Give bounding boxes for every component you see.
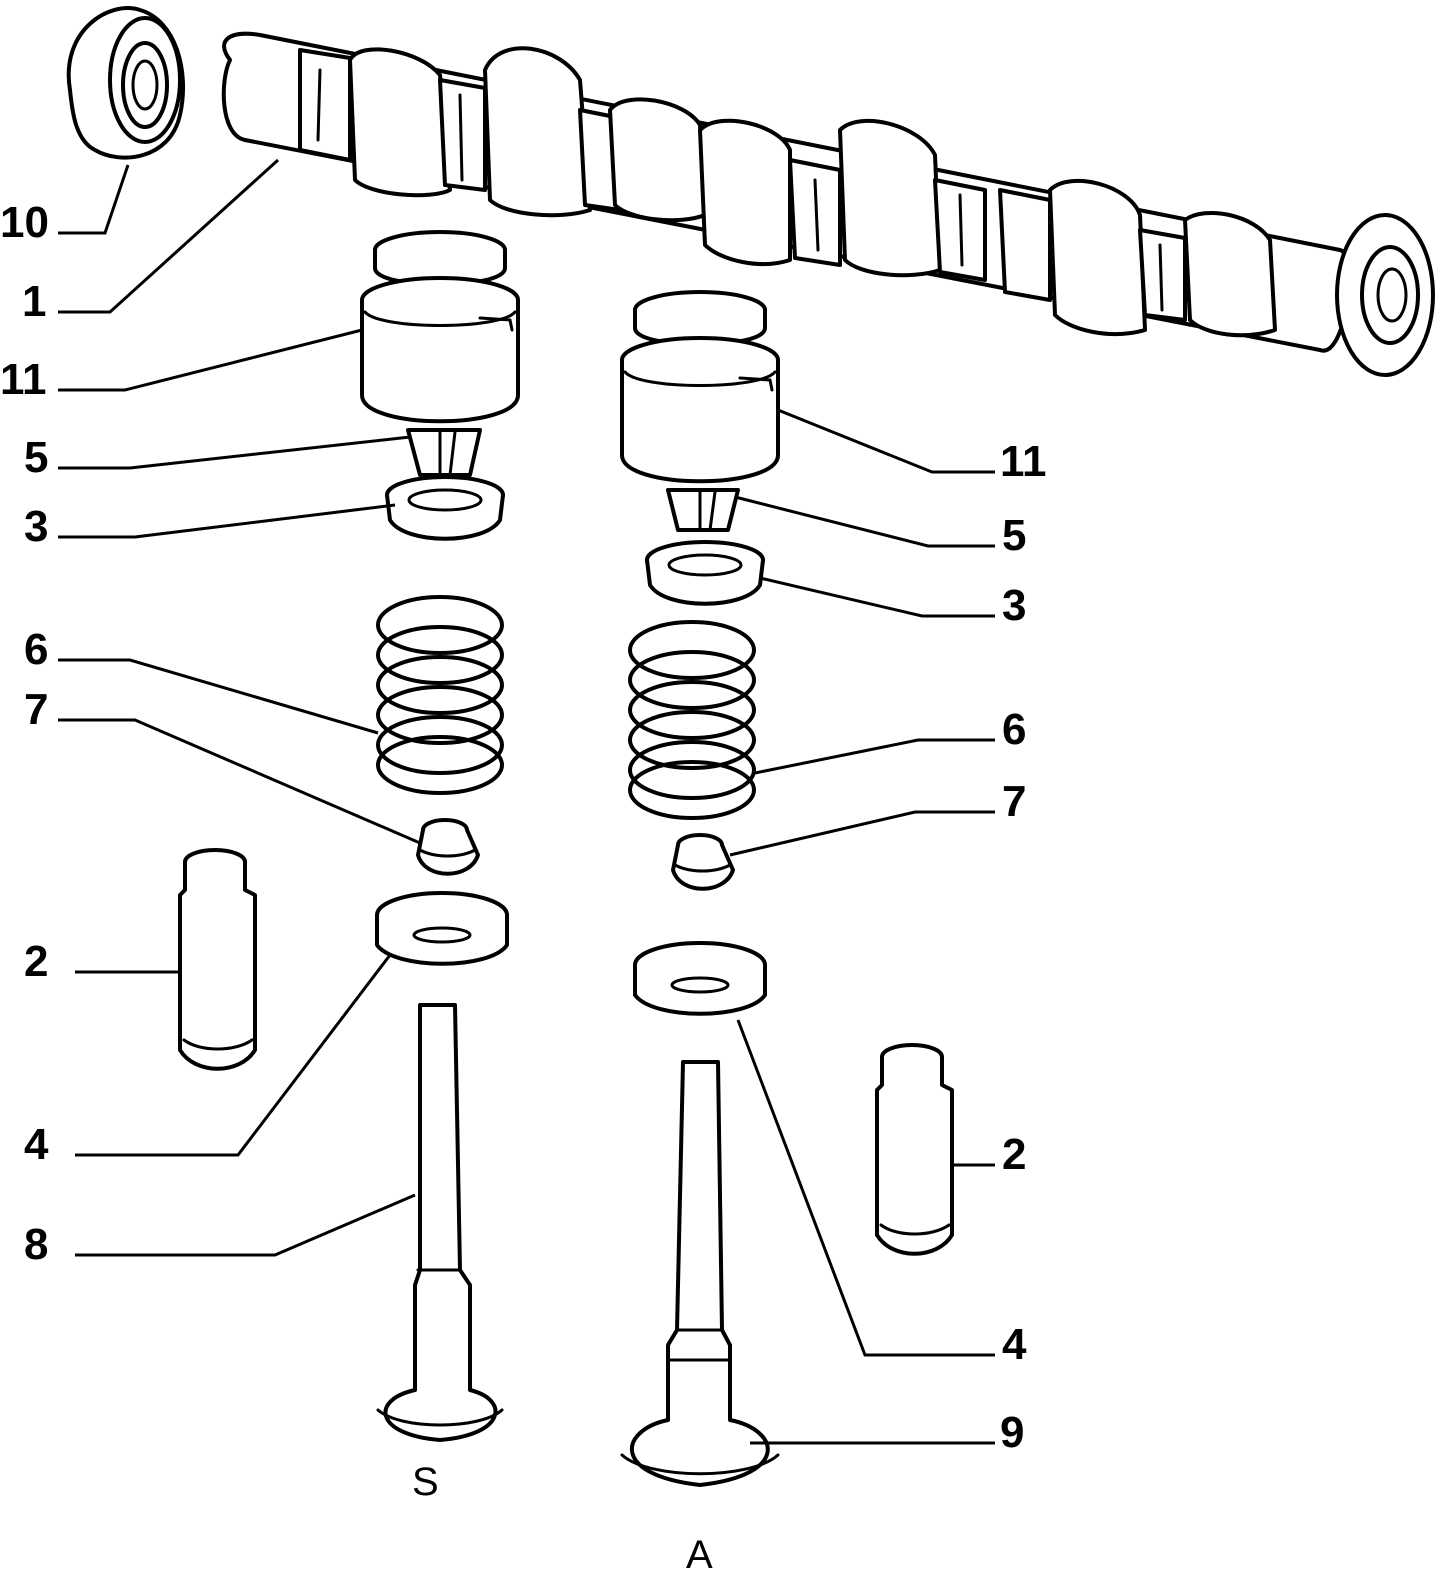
label-guide-right-2: 2 [1002,1130,1026,1179]
lower-seat-left [375,891,509,966]
label-tappet-left-11: 11 [0,355,47,404]
label-stem-seal-left-7: 7 [24,685,48,734]
tappet-right [620,290,780,484]
valve-guide-left [178,848,257,1071]
cotters-left [406,428,482,477]
cotters-right [666,488,740,532]
caption-valve-a: A [686,1533,713,1575]
label-cotters-left-5: 5 [24,433,48,482]
label-spring-right-6: 6 [1002,705,1026,754]
lower-seat-right [633,941,767,1016]
label-stem-seal-right-7: 7 [1002,777,1026,826]
intake-valve [376,1003,504,1442]
caption-valve-s: S [412,1460,439,1504]
upper-cap-right [645,540,765,606]
label-cotters-right-5: 5 [1002,511,1026,560]
label-lower-seat-right-4: 4 [1002,1320,1027,1369]
label-lower-seat-left-4: 4 [24,1120,49,1169]
exhaust-valve [620,1060,780,1487]
label-spring-left-6: 6 [24,625,48,674]
valve-guide-right [875,1043,954,1256]
leader-lines [58,158,995,1445]
callout-labels: 10 1 11 5 3 6 7 2 4 8 11 5 3 6 7 2 4 9 S… [0,198,1047,1575]
label-camshaft-1: 1 [22,277,46,326]
camshaft-seal [66,6,185,160]
camshaft [221,31,1435,377]
label-tappet-right-11: 11 [1000,437,1047,486]
label-seal-10: 10 [0,198,49,247]
label-upper-cap-right-3: 3 [1002,581,1026,630]
tappet-left [360,230,520,424]
label-upper-cap-left-3: 3 [24,502,48,551]
spring-left [376,595,504,795]
upper-cap-left [385,475,505,541]
label-exhaust-valve-9: 9 [1000,1408,1024,1457]
label-intake-valve-8: 8 [24,1220,48,1269]
spring-right [628,620,756,820]
label-guide-left-2: 2 [24,937,48,986]
stem-seal-left [416,818,480,876]
stem-seal-right [671,833,735,891]
